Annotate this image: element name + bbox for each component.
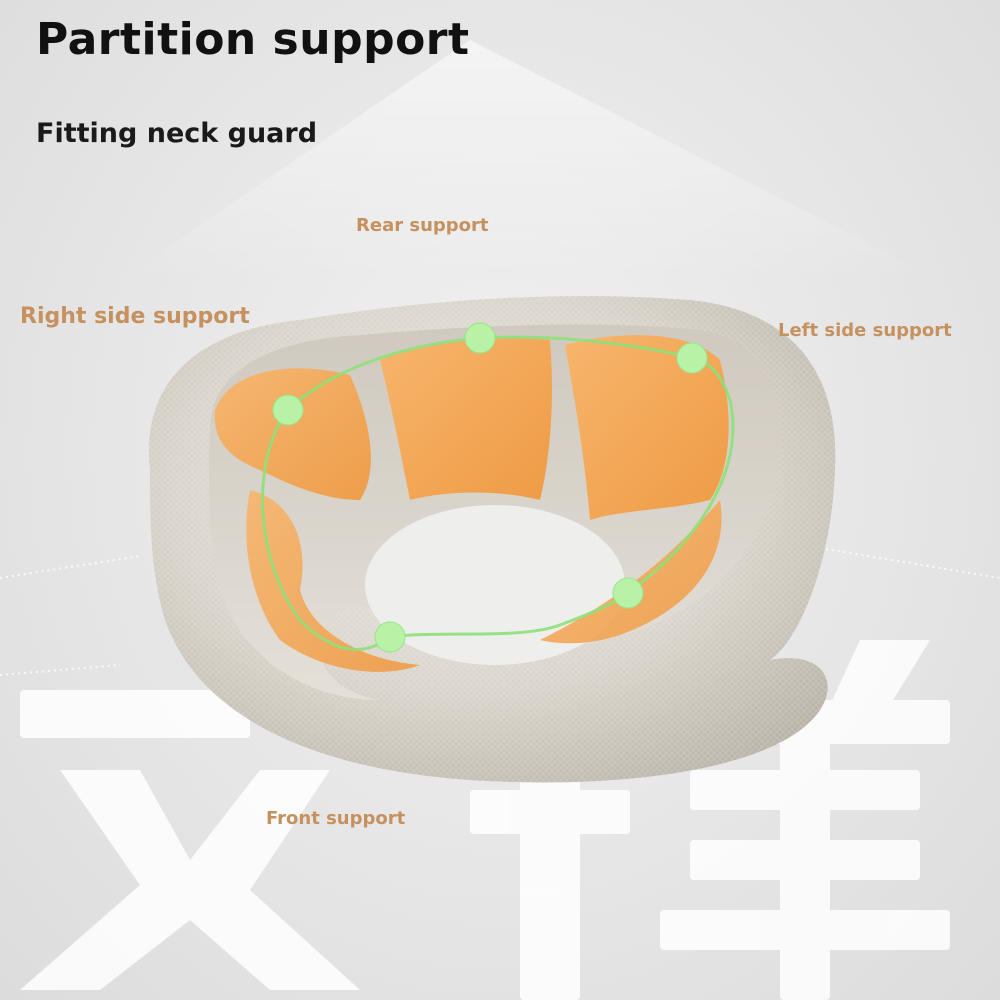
front-right-support-point (374, 621, 406, 653)
front-support-label: Front support (266, 808, 406, 829)
rear-support-point (464, 322, 496, 354)
page-subtitle: Fitting neck guard (36, 118, 318, 149)
left-side-support-point (676, 342, 708, 374)
front-left-support-point (612, 577, 644, 609)
foam-segments (214, 335, 729, 672)
right-side-support-point (272, 394, 304, 426)
right-side-support-label: Right side support (20, 304, 250, 329)
left-side-support-label: Left side support (778, 320, 952, 341)
page-title: Partition support (36, 14, 470, 65)
rear-support-label: Rear support (356, 215, 489, 236)
support-curve (261, 335, 735, 652)
